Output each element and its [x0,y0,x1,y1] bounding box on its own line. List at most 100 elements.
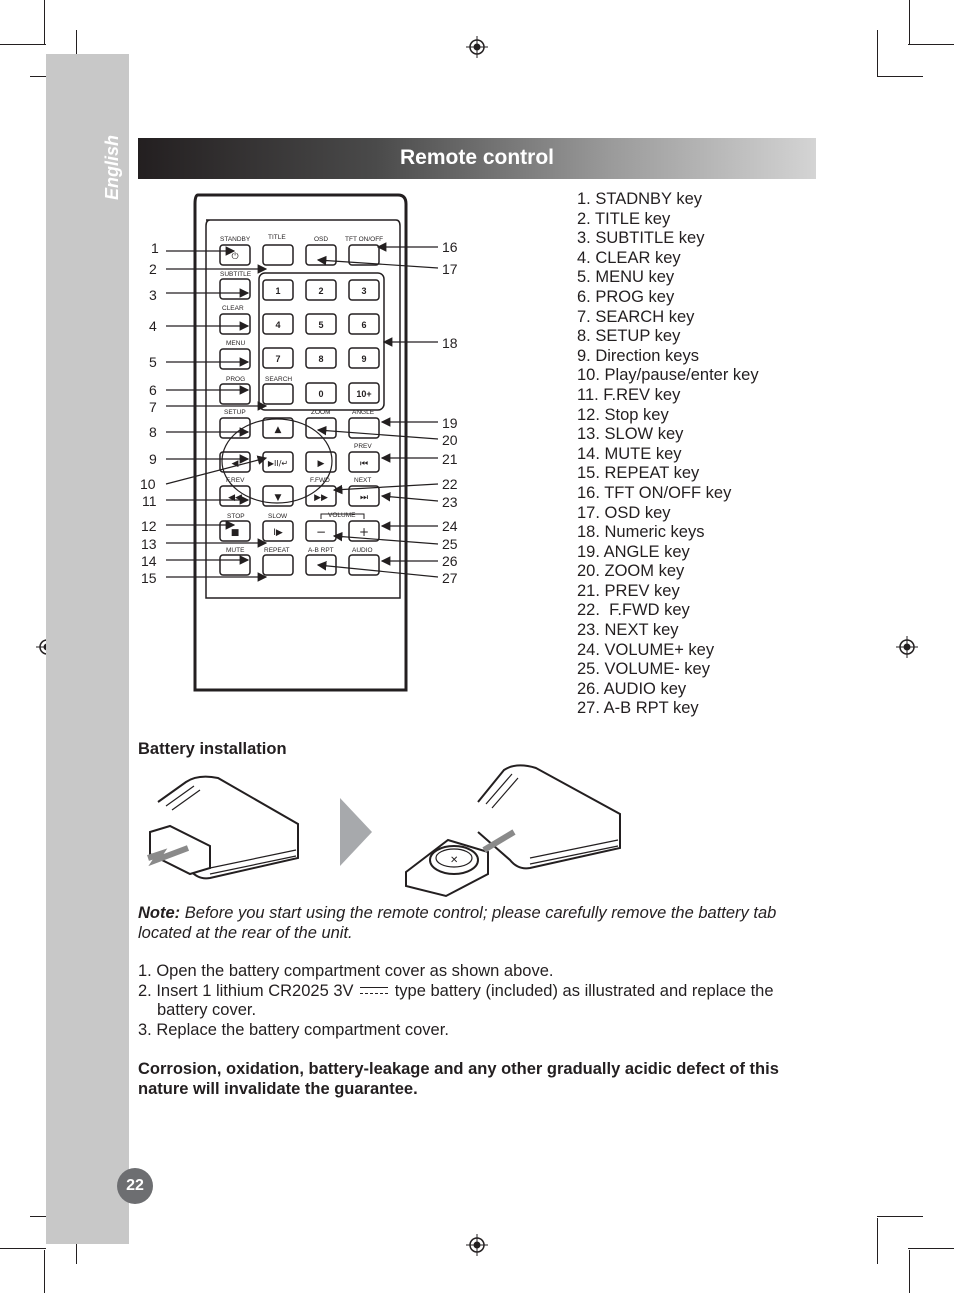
list-item: 17. OSD key [577,503,671,522]
page-title: Remote control [399,146,554,169]
numeric-key [262,347,294,369]
battery-illustration: ✕ [147,764,621,898]
list-item: 10. Play/pause/enter key [577,366,759,385]
list-item: 9. Direction keys [577,346,699,365]
list-item: 15. REPEAT key [577,464,700,483]
registration-mark-icon [896,636,918,658]
prog-label: PROG [226,376,245,383]
crop-mark [908,44,954,45]
volume-label: VOLUME [328,512,356,519]
remote-body [193,193,408,692]
numeric-key-label: 1 [275,286,280,296]
crop-mark [877,1218,878,1264]
callout-number: 26 [442,553,458,569]
up-arrow-icon: ▲ [275,425,282,435]
step-3: 3. Replace the battery compartment cover… [138,1020,449,1039]
list-item: 19. ANGLE key [577,542,690,561]
callout-number: 2 [149,261,157,277]
audio-label: AUDIO [352,547,373,554]
menu-button [219,348,251,370]
button-glyphs: ⏻ ▲ ◀ ▶II/↵ ▶ ⏮ ◀◀ ▼ ▶▶ ⏭ ■ I▶ − + [228,251,369,539]
next-icon: ⏭ [360,493,368,503]
battery-steps: 1. Open the battery compartment cover as… [138,962,818,1040]
list-item: 23. NEXT key [577,621,679,640]
list-item: 21. PREV key [577,581,680,600]
numeric-key-label: 7 [275,354,280,364]
prev-button [348,451,380,473]
menu-label: MENU [226,340,245,347]
numeric-key-label: 0 [318,389,323,399]
setup-button [219,417,251,439]
crop-mark [877,1216,923,1217]
rewind-icon: ◀◀ [228,493,242,503]
numeric-key [348,347,380,369]
power-icon: ⏻ [231,251,238,262]
dpad-ring [221,418,333,504]
list-item: 25. VOLUME- key [577,660,710,679]
frev-label: F.REV [226,477,245,484]
right-arrow-icon: ▶ [318,459,325,469]
crop-mark [909,1250,910,1293]
abrpt-button [305,554,337,576]
crop-mark [44,0,45,44]
callout-number: 20 [442,432,458,448]
battery-heading: Battery installation [138,740,287,758]
insert-arrow-icon [482,829,516,853]
note-label: Note: [138,904,181,922]
callout-number: 8 [149,424,157,440]
next-label: NEXT [354,477,371,484]
remote-end-right [477,764,621,870]
callout-number: 22 [442,476,458,492]
right-button [305,451,337,473]
numeric-key [348,279,380,301]
mute-label: MUTE [226,547,245,554]
numeric-key [262,279,294,301]
note-paragraph: Note: Before you start using the remote … [138,903,808,943]
tft-button [348,244,380,266]
callout-number: 24 [442,518,458,534]
play-pause-icon: ▶II/↵ [268,459,288,468]
callout-number: 18 [442,335,458,351]
callout-number: 3 [149,287,157,303]
zoom-button [305,417,337,439]
frev-button [219,485,251,507]
remote-control-diagram: STANDBY TITLE OSD TFT ON/OFF SUBTITLE CL… [140,193,458,692]
plus-icon: + [359,525,369,539]
numeric-key-label: 5 [318,320,323,330]
callout-number: 27 [442,570,458,586]
list-item: 3. SUBTITLE key [577,229,705,248]
dc-symbol-icon [360,987,389,995]
list-item: 13. SLOW key [577,425,684,444]
step-1: 1. Open the battery compartment cover as… [138,962,554,980]
stop-label: STOP [227,513,245,520]
callout-number: 13 [141,536,157,552]
list-item: 1. STADNBY key [577,190,703,208]
numeric-key-label: 10+ [356,389,371,399]
callout-number: 14 [141,553,157,569]
subtitle-button [219,278,251,300]
crop-mark [0,1248,46,1249]
slow-icon: I▶ [273,528,283,538]
language-label: English [102,134,122,200]
next-button [348,485,380,507]
list-item: 8. SETUP key [577,327,681,346]
step-2-cont: battery cover. [157,1001,257,1020]
volume-plus-button [348,520,380,542]
numeric-key-label: 9 [361,354,366,364]
list-item: 16. TFT ON/OFF key [577,483,732,502]
remote-end-left [157,775,299,880]
list-item: 6. PROG key [577,287,675,306]
pull-arrow-icon [147,845,190,867]
callout-number: 4 [149,318,157,334]
warning-text: Corrosion, oxidation, battery-leakage an… [138,1060,779,1098]
fast-forward-icon: ▶▶ [314,493,328,503]
callout-number: 5 [149,354,157,370]
section-banner: Remote control [138,138,816,179]
abrpt-label: A-B RPT [308,547,334,554]
numeric-key [305,313,337,335]
ffwd-button [305,485,337,507]
numeric-key [305,382,337,404]
search-label: SEARCH [265,376,292,383]
numeric-keys: 1 2 3 4 5 6 7 8 9 0 10+ [262,279,380,404]
callout-number: 9 [149,451,157,467]
